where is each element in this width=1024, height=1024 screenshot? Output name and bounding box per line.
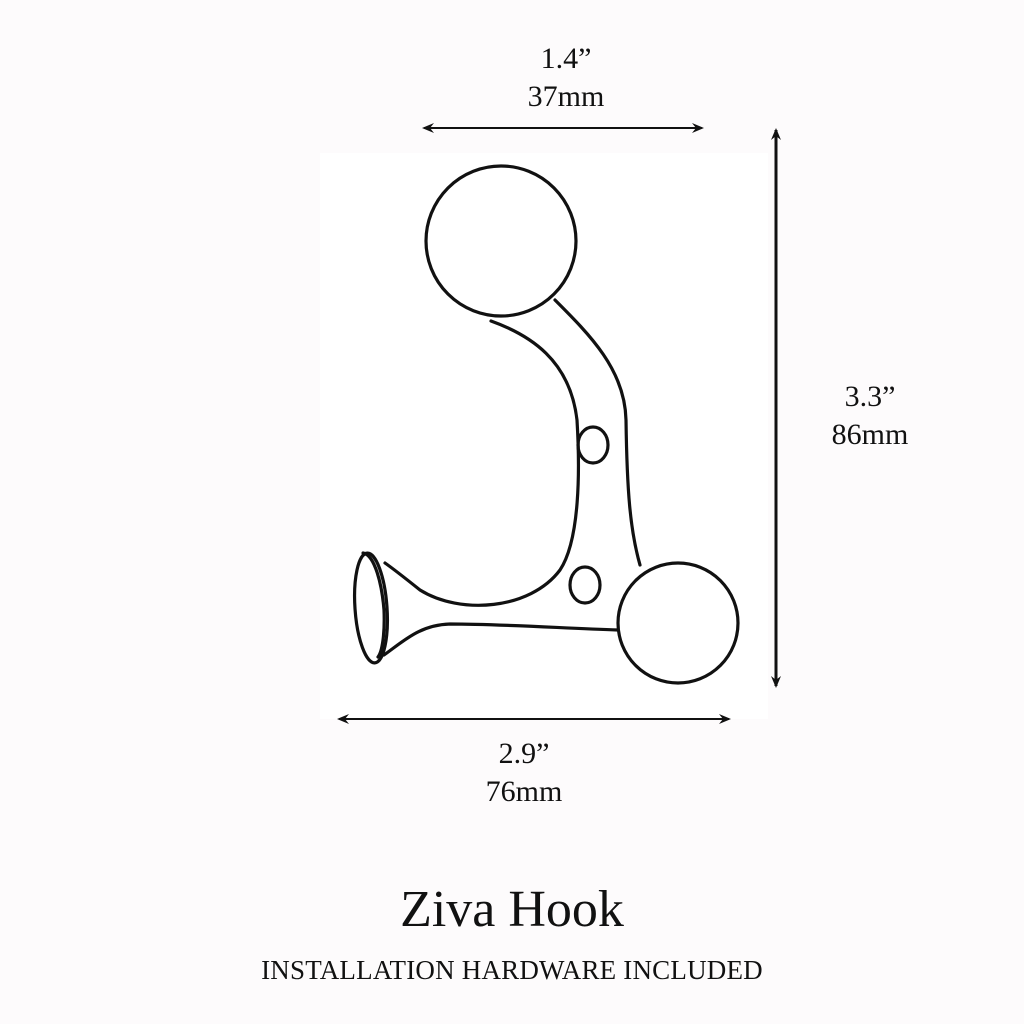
lower-arm-edge <box>382 622 620 657</box>
height-metric: 86mm <box>831 418 909 451</box>
width-metric: 37mm <box>527 80 605 113</box>
product-subtitle: INSTALLATION HARDWARE INCLUDED <box>261 955 763 985</box>
arm-inner-edge <box>383 319 581 607</box>
top-ball <box>424 164 578 318</box>
bottom-ball <box>616 561 740 685</box>
product-title: Ziva Hook <box>400 881 624 938</box>
arm-outer-edge <box>553 298 642 567</box>
projection-imperial: 2.9” <box>498 737 550 770</box>
hook-outline <box>352 164 740 685</box>
height-dimension-label: 3.3” 86mm <box>770 378 970 454</box>
height-imperial: 3.3” <box>844 380 896 413</box>
drawing-background <box>320 153 768 719</box>
width-imperial: 1.4” <box>540 42 592 75</box>
projection-metric: 76mm <box>485 775 563 808</box>
screw-hole-lower <box>568 565 602 605</box>
width-dimension-label: 1.4” 37mm <box>466 40 666 116</box>
screw-hole-upper <box>576 425 610 465</box>
projection-dimension-label: 2.9” 76mm <box>424 735 624 811</box>
